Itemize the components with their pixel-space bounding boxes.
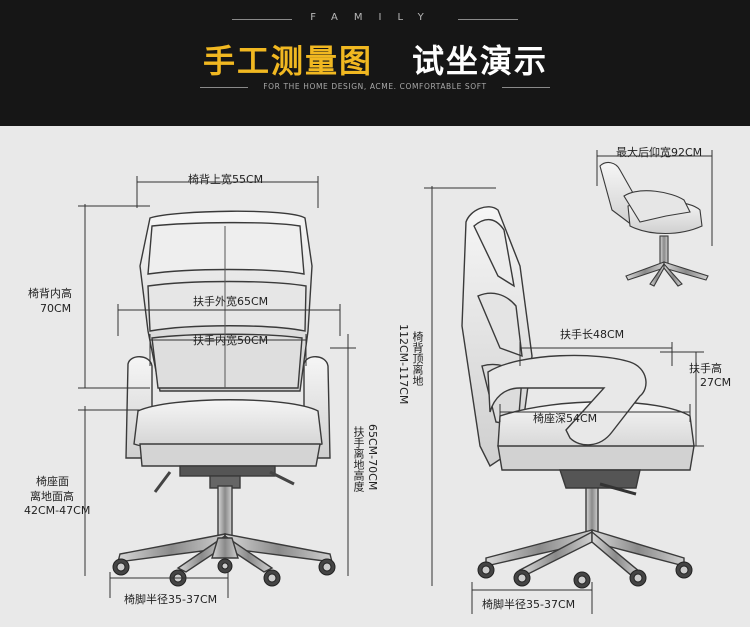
armrest-inner-width-label: 扶手内宽50CM xyxy=(193,334,269,347)
measurement-stage: 椅背上宽55CM 椅背内高 70CM 扶手外宽65CM 扶手内宽50CM 扶手离… xyxy=(0,126,750,623)
brand-text: FAMILY xyxy=(310,12,440,23)
divider xyxy=(200,87,248,88)
recline-inset-chair xyxy=(599,161,709,287)
front-base-radius-label: 椅脚半径35-37CM xyxy=(124,593,218,606)
total-height-label: 椅背顶离地 xyxy=(411,331,424,386)
page-title: 手工测量图 xyxy=(203,42,374,80)
armrest-length-label: 扶手长48CM xyxy=(560,328,625,341)
front-dimension-lines xyxy=(78,176,356,598)
back-inner-height-label: 椅背内高 xyxy=(28,287,72,300)
header-banner: FAMILY 手工测量图 试坐演示 FOR THE HOME DESIGN, A… xyxy=(0,0,750,126)
side-base-radius-label: 椅脚半径35-37CM xyxy=(482,598,576,611)
back-top-width-label: 椅背上宽55CM xyxy=(188,173,264,186)
armrest-floor-height-value: 65CM-70CM xyxy=(366,424,379,491)
seat-depth-label: 椅座深54CM xyxy=(533,412,598,425)
tagline: FOR THE HOME DESIGN, ACME. COMFORTABLE S… xyxy=(263,82,487,91)
total-height-value: 112CM-117CM xyxy=(397,324,410,405)
side-armrest xyxy=(487,354,647,446)
armrest-outer-width-label: 扶手外宽65CM xyxy=(193,295,269,308)
page-subtitle: 试坐演示 xyxy=(412,42,549,80)
divider xyxy=(232,19,292,20)
back-inner-height-value: 70CM xyxy=(40,302,72,315)
armrest-floor-height-label: 扶手离地高度 xyxy=(352,426,365,492)
front-chair-illustration xyxy=(117,210,333,573)
armrest-height-label: 扶手高 xyxy=(689,362,722,375)
chair-drawings xyxy=(78,150,713,614)
side-chair-illustration xyxy=(461,206,695,577)
recline-width-label: 最大后仰宽92CM xyxy=(616,146,703,159)
seat-height-label-1: 椅座面 xyxy=(36,475,69,488)
front-casters xyxy=(112,558,336,587)
armrest-height-value: 27CM xyxy=(700,376,732,389)
seat-height-label-2: 离地面高 xyxy=(30,490,74,503)
divider xyxy=(502,87,550,88)
side-dimension-lines xyxy=(424,150,713,614)
divider xyxy=(458,19,518,20)
seat-height-value: 42CM-47CM xyxy=(24,504,91,517)
side-casters xyxy=(477,561,693,589)
